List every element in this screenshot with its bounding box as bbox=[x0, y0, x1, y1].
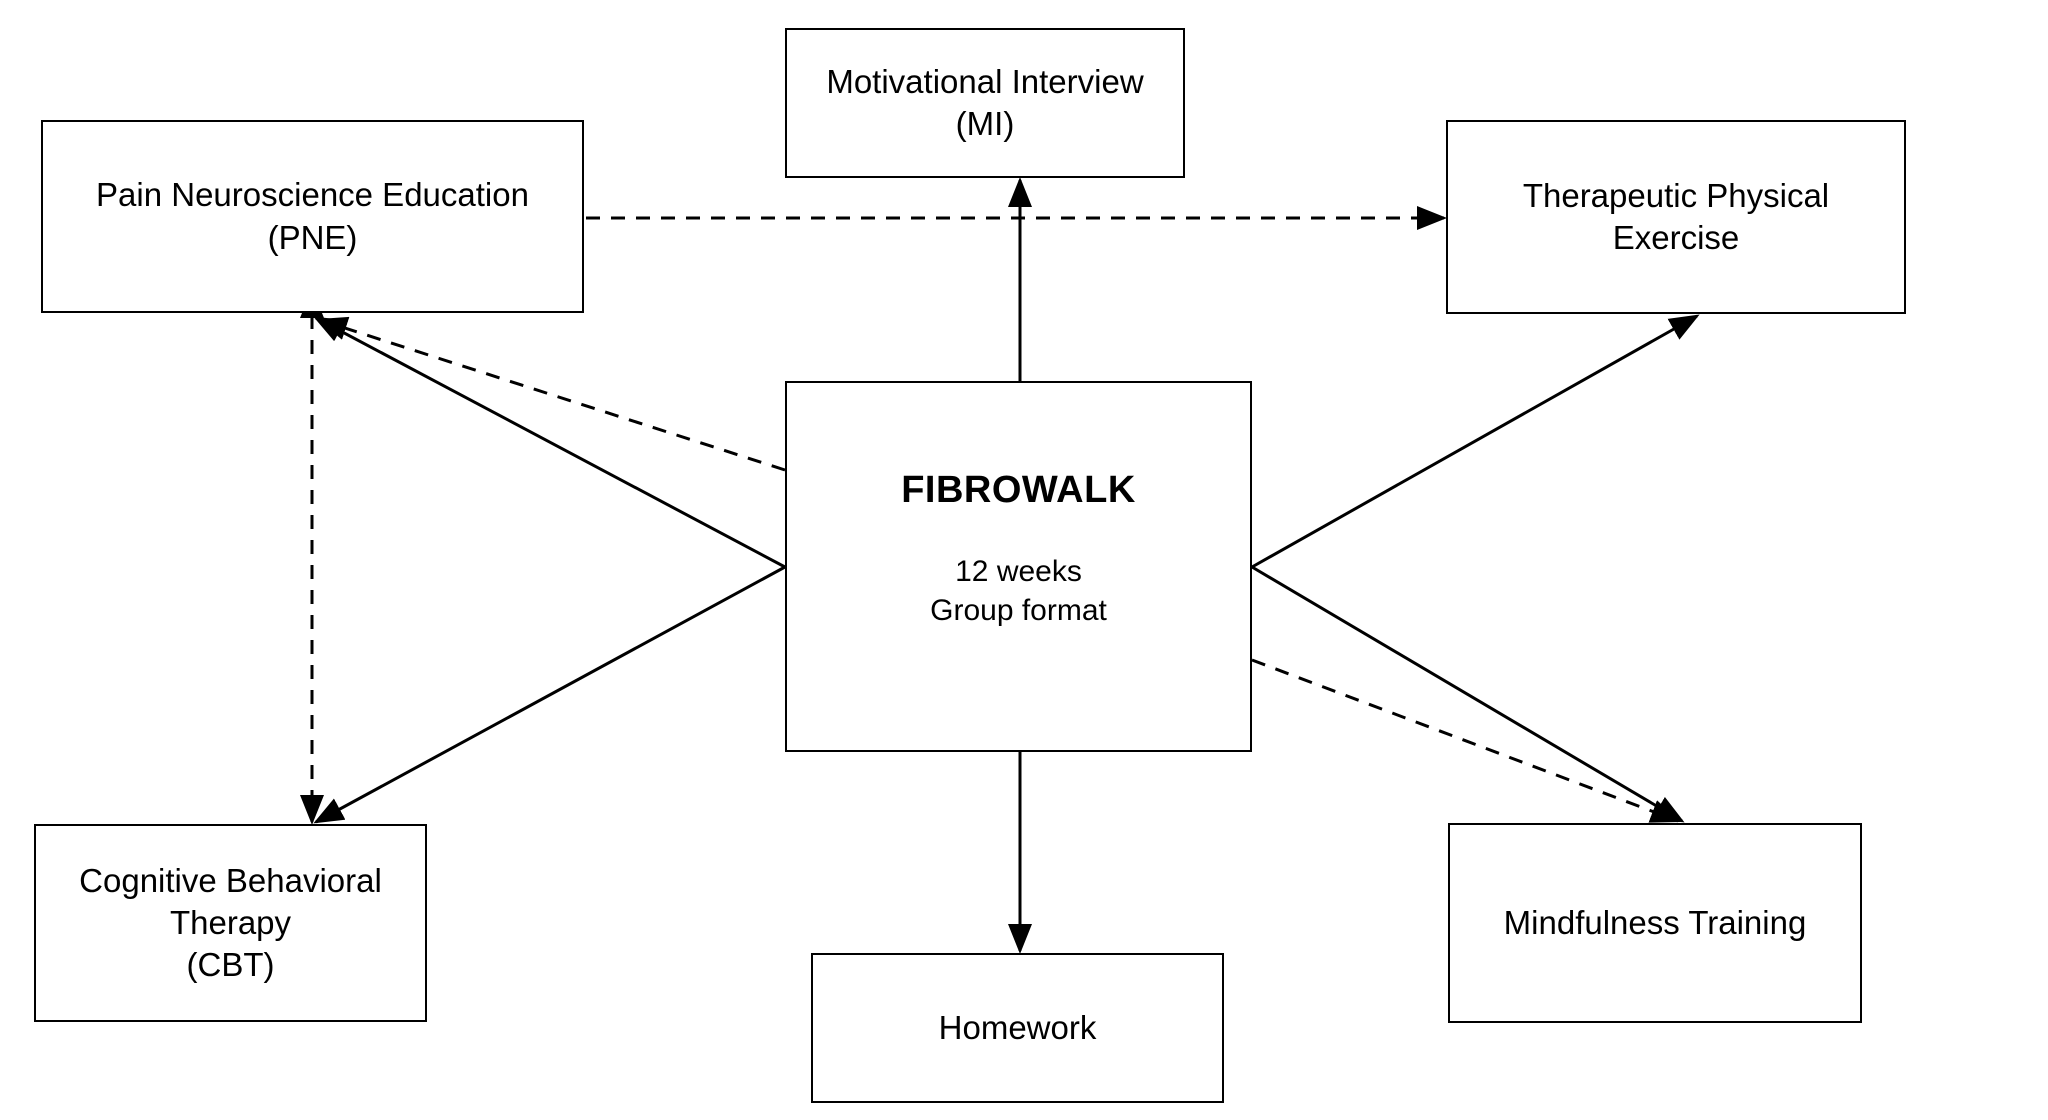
node-homework[interactable]: Homework bbox=[811, 953, 1224, 1103]
fibrowalk-subtitle: 12 weeks Group format bbox=[930, 555, 1107, 627]
edge-fibrowalk-to-tpe bbox=[1251, 314, 1700, 569]
node-mindfulness-label: Mindfulness Training bbox=[1503, 903, 1807, 941]
node-mindfulness-training[interactable]: Mindfulness Training bbox=[1448, 823, 1862, 1023]
node-cognitive-behavioral-therapy[interactable]: Cognitive Behavioral Therapy (CBT) bbox=[34, 824, 427, 1022]
node-fibrowalk-hub[interactable]: FIBROWALK 12 weeks Group format bbox=[785, 381, 1252, 752]
fibrowalk-title: FIBROWALK bbox=[901, 469, 1136, 511]
edge-fibrowalk-to-mindfulness-dashed bbox=[1251, 658, 1681, 823]
node-cbt-label: Cognitive Behavioral Therapy (CBT) bbox=[79, 861, 382, 984]
node-homework-label: Homework bbox=[938, 1008, 1097, 1046]
edge-fibrowalk-to-pne-dashed bbox=[317, 316, 786, 472]
node-therapeutic-physical-exercise[interactable]: Therapeutic Physical Exercise bbox=[1446, 120, 1906, 314]
edge-fibrowalk-to-mindfulness bbox=[1251, 565, 1685, 823]
node-mi-label: Motivational Interview (MI) bbox=[826, 62, 1144, 142]
edge-fibrowalk-to-pne bbox=[313, 316, 786, 569]
node-tpe-label: Therapeutic Physical Exercise bbox=[1522, 176, 1830, 256]
node-pne-label: Pain Neuroscience Education (PNE) bbox=[96, 176, 529, 256]
edge-fibrowalk-to-cbt bbox=[313, 565, 786, 824]
node-motivational-interview[interactable]: Motivational Interview (MI) bbox=[785, 28, 1185, 178]
node-pain-neuroscience-education[interactable]: Pain Neuroscience Education (PNE) bbox=[41, 120, 584, 313]
